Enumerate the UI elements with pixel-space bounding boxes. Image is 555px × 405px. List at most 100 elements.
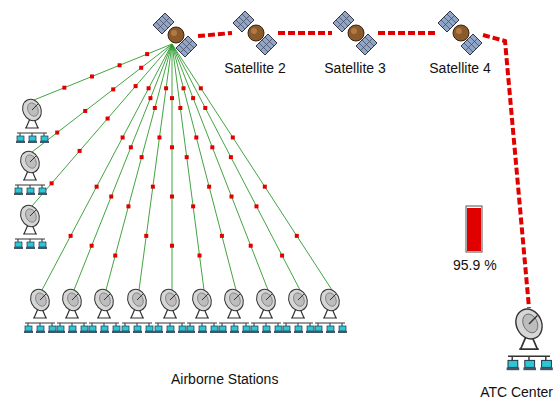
packet-dot [147,86,151,90]
packet-dot [229,155,233,159]
station-dish [14,148,47,195]
uplink-line [32,44,172,152]
station-dish [24,286,57,333]
uplink-line [172,44,204,290]
packet-dot [144,234,148,238]
packet-dot [134,84,138,88]
packet-dot [157,135,161,139]
ground-station-node: ATC Center [505,308,553,380]
packet-dot [164,86,168,90]
uplink-line [172,44,300,290]
packet-dot [198,254,202,258]
uplink-line [34,44,172,100]
packet-dot [148,96,152,100]
packet-dot [220,234,224,238]
uplink-line [32,44,172,206]
packet-dot [254,204,258,208]
packet-dot [145,52,149,56]
station-dish [186,286,219,333]
packet-dot [170,244,174,248]
station-dish [250,286,283,333]
station-dish [154,286,187,333]
station-dish [282,286,315,333]
satellite-icon [437,10,483,56]
packet-dot [170,145,174,149]
packet-dot [139,66,143,70]
packet-dot [109,195,113,199]
packet-dot [126,204,130,208]
packet-dot [62,86,66,90]
packet-dot [118,63,122,67]
packet-dot [170,195,174,199]
packet-dot [194,135,198,139]
packet-dot [295,234,299,238]
uplink-line [42,44,172,290]
packet-dot [106,117,110,121]
satellite-link [198,33,232,36]
packet-dot [249,244,253,248]
packet-dot [129,145,133,149]
satellite-icon [332,10,378,56]
uplink-line [172,44,332,290]
packet-dot [111,87,115,91]
dish-icon [505,308,553,380]
group-label: Airborne Stations [171,371,278,387]
station-dish [121,286,154,333]
uplink-line [139,44,172,290]
packet-dot [207,185,211,189]
station-dish [14,202,47,249]
utilization-bar-frame [466,206,482,252]
station-dish [16,96,49,143]
uplink-line [172,44,268,290]
satellite-node: Satellite 3 [332,10,378,56]
packet-dot [191,204,195,208]
packet-dot [78,149,82,153]
satellite-icon [438,11,482,55]
station-dish [56,286,89,333]
packet-dot [280,254,284,258]
dish-icon [507,305,553,370]
packet-dot [263,185,267,189]
utilization-bar-fill [467,208,481,251]
packet-dot [69,234,73,238]
packet-dot [199,86,203,90]
uplink-line [74,44,172,290]
station-dish [88,286,121,333]
satellite-link [278,31,332,35]
packet-dot [140,155,144,159]
packet-dot [191,96,195,100]
station-dish [314,286,347,333]
satellite-node: Satellite 4 [437,10,483,56]
uplink-line [172,44,173,290]
packet-dot [90,244,94,248]
packet-dot [121,135,125,139]
packet-dot [178,106,182,110]
uplink-line [106,44,172,290]
packet-dot [151,185,155,189]
station-dish [218,286,251,333]
packet-dot [95,185,99,189]
packet-dot [231,135,235,139]
node-label: Satellite 3 [324,60,385,76]
packet-dot [153,106,157,110]
packet-dot [203,106,207,110]
satellite-icon [333,11,377,55]
packet-dot [185,155,189,159]
satellite-icon [232,10,278,56]
packet-dot [113,254,117,258]
packet-dot [182,86,186,90]
node-label: ATC Center [480,384,553,400]
packet-dot [170,96,174,100]
packet-dot [90,74,94,78]
node-label: Satellite 4 [429,60,490,76]
satellite-icon [233,11,277,55]
packet-dot [210,145,214,149]
satellite-node: Satellite 2 [232,10,278,56]
packet-dot [230,195,234,199]
utilization-value: 95.9 % [453,257,497,273]
satellite-icon [153,13,197,57]
packet-dot [83,109,87,113]
packet-dot [50,181,54,185]
uplink-line [172,44,236,290]
